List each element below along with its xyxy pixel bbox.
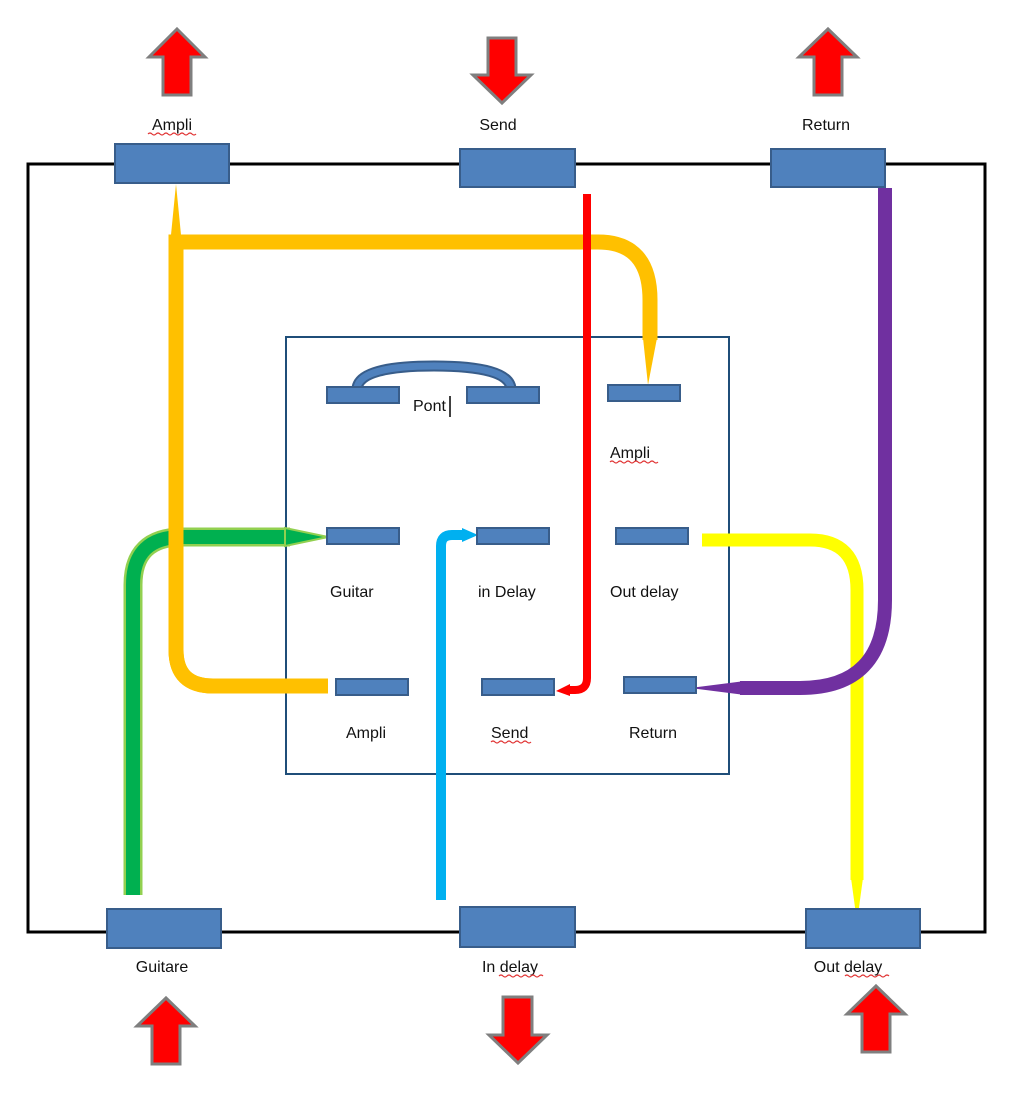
inner-label-out-delay: Out delay: [610, 584, 678, 601]
inner-label-guitar: Guitar: [330, 584, 374, 601]
inner-jack-ampli-top[interactable]: [607, 384, 681, 402]
outer-label-out-delay: Out delay: [814, 959, 882, 976]
outer-label-in-delay: In delay: [482, 959, 538, 976]
outer-label-return: Return: [802, 117, 850, 134]
outer-jack-guitare[interactable]: [106, 908, 222, 949]
arrow-down-icon: [485, 995, 551, 1066]
inner-jack-return[interactable]: [623, 676, 697, 694]
arrow-up-icon: [795, 26, 861, 97]
inner-board-frame: [285, 336, 730, 775]
arrow-up-icon: [145, 26, 209, 97]
inner-jack-send[interactable]: [481, 678, 555, 696]
spellcheck-underline: [844, 974, 890, 978]
send-wire-tip: [556, 684, 570, 696]
ampli-wire-overlap: [168, 505, 328, 694]
arrow-up-icon: [133, 995, 199, 1066]
inner-label-send: Send: [491, 725, 528, 742]
out-delay-wire-tip: [851, 878, 863, 922]
inner-label-ampli-top: Ampli: [610, 445, 650, 462]
outer-jack-in-delay[interactable]: [459, 906, 576, 948]
inner-jack-in-delay[interactable]: [476, 527, 550, 545]
arrow-down-icon: [469, 36, 535, 106]
outer-jack-ampli[interactable]: [114, 143, 230, 184]
ampli-wire-tip-down: [643, 338, 657, 385]
return-wire-tip: [690, 681, 745, 695]
spellcheck-underline: [498, 974, 544, 978]
in-delay-wire: [436, 528, 478, 900]
outer-label-send: Send: [479, 117, 516, 134]
spellcheck-underline: [609, 460, 659, 464]
out-delay-wire: [702, 533, 864, 922]
spellcheck-underline: [147, 132, 197, 136]
inner-jack-pont-right[interactable]: [466, 386, 540, 404]
bridge-arc-fill: [353, 362, 515, 390]
spellcheck-underline: [490, 740, 532, 744]
bridge-label: Pont: [413, 398, 446, 415]
inner-label-ampli: Ampli: [346, 725, 386, 742]
outer-label-ampli: Ampli: [152, 117, 192, 134]
outer-jack-return[interactable]: [770, 148, 886, 188]
outer-jack-out-delay[interactable]: [805, 908, 921, 949]
outer-jack-send[interactable]: [459, 148, 576, 188]
inner-jack-guitar[interactable]: [326, 527, 400, 545]
ampli-wire-tip-up: [170, 184, 182, 245]
inner-label-in-delay: in Delay: [478, 584, 536, 601]
guitar-wire: [123, 526, 329, 895]
in-delay-wire-tip: [462, 528, 478, 542]
inner-label-return: Return: [629, 725, 677, 742]
inner-jack-pont-left[interactable]: [326, 386, 400, 404]
outer-label-guitare: Guitare: [136, 959, 189, 976]
return-wire: [690, 188, 892, 695]
arrow-up-icon: [843, 983, 909, 1054]
send-wire: [556, 194, 591, 696]
inner-jack-out-delay[interactable]: [615, 527, 689, 545]
inner-jack-ampli[interactable]: [335, 678, 409, 696]
guitar-wire-tip: [284, 526, 329, 548]
